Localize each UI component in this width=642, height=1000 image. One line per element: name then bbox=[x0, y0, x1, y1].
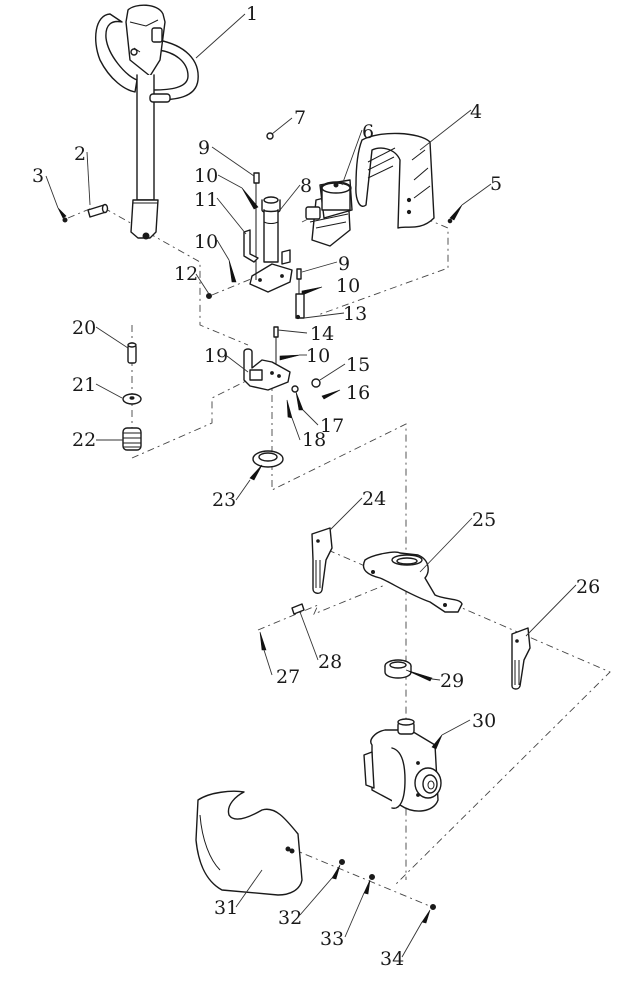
callout-15: 15 bbox=[346, 354, 370, 376]
callout-6: 6 bbox=[362, 121, 374, 143]
callout-25: 25 bbox=[472, 509, 496, 531]
ball bbox=[266, 132, 274, 140]
nut bbox=[339, 859, 345, 865]
callout-8: 8 bbox=[300, 175, 312, 197]
screw-icon bbox=[286, 399, 293, 419]
callout-23: 23 bbox=[212, 489, 236, 511]
screw-head-icon bbox=[62, 217, 68, 223]
arrow-pointer bbox=[405, 669, 433, 682]
bearing bbox=[252, 450, 284, 468]
callout-28: 28 bbox=[318, 651, 342, 673]
bearing bbox=[384, 659, 412, 679]
yoke bbox=[362, 551, 463, 613]
screw-icon bbox=[301, 286, 323, 296]
valve-body bbox=[243, 348, 291, 391]
arrow-pointer bbox=[331, 864, 341, 880]
screw-icon bbox=[295, 391, 304, 411]
callout-13: 13 bbox=[343, 303, 367, 325]
callout-31: 31 bbox=[214, 897, 238, 919]
screw-icon bbox=[241, 187, 259, 210]
callout-26: 26 bbox=[576, 576, 600, 598]
link-plate bbox=[295, 293, 305, 319]
hydraulic-pump-unit bbox=[305, 179, 353, 247]
top-cover bbox=[355, 132, 435, 229]
callout-5: 5 bbox=[490, 173, 502, 195]
callout-3: 3 bbox=[32, 165, 44, 187]
callout-2: 2 bbox=[74, 143, 86, 165]
callout-21: 21 bbox=[72, 374, 96, 396]
drive-motor-wheel bbox=[363, 718, 442, 812]
callout-10: 10 bbox=[306, 345, 330, 367]
assembly-lines bbox=[67, 207, 611, 908]
callout-14: 14 bbox=[310, 323, 334, 345]
callout-10: 10 bbox=[336, 275, 360, 297]
callout-19: 19 bbox=[204, 345, 228, 367]
screw-icon bbox=[279, 354, 301, 361]
arrow-pointer bbox=[363, 879, 371, 895]
callout-27: 27 bbox=[276, 666, 300, 688]
plunger bbox=[127, 342, 137, 364]
nut bbox=[206, 293, 212, 299]
callout-18: 18 bbox=[302, 429, 326, 451]
pin bbox=[291, 603, 305, 615]
assembly-line bbox=[257, 584, 386, 631]
bolt bbox=[253, 172, 260, 184]
callout-10: 10 bbox=[194, 165, 218, 187]
callout-20: 20 bbox=[72, 317, 96, 339]
callout-10: 10 bbox=[194, 231, 218, 253]
callout-labels: 1 2 3 4 5 6 7 8 9 10 11 10 12 9 10 13 14… bbox=[32, 3, 600, 970]
screw-icon bbox=[431, 734, 443, 750]
callout-34: 34 bbox=[380, 948, 404, 970]
bolt bbox=[296, 268, 302, 280]
arrow-pointer bbox=[249, 464, 263, 481]
screw-icon bbox=[228, 259, 237, 283]
lower-cover bbox=[195, 790, 303, 896]
spring bbox=[122, 427, 142, 451]
callout-33: 33 bbox=[320, 928, 344, 950]
callout-32: 32 bbox=[278, 907, 302, 929]
callout-7: 7 bbox=[294, 107, 306, 129]
screw-icon bbox=[259, 631, 267, 651]
callout-11: 11 bbox=[194, 189, 218, 211]
screw-icon bbox=[57, 207, 67, 219]
callout-17: 17 bbox=[320, 415, 344, 437]
screw-icon bbox=[321, 389, 341, 400]
arrow-pointer bbox=[421, 909, 431, 924]
callout-30: 30 bbox=[472, 710, 496, 732]
assembly-line bbox=[131, 379, 249, 459]
washer bbox=[369, 874, 375, 880]
callout-16: 16 bbox=[346, 382, 370, 404]
callout-22: 22 bbox=[72, 429, 96, 451]
assembly-line bbox=[289, 847, 433, 908]
callout-12: 12 bbox=[174, 263, 198, 285]
bolt bbox=[273, 326, 279, 338]
screw-head-icon bbox=[447, 218, 453, 224]
handle-assembly bbox=[94, 4, 199, 240]
callout-24: 24 bbox=[362, 488, 386, 510]
foot-bracket-left bbox=[311, 527, 333, 594]
callout-4: 4 bbox=[470, 101, 482, 123]
screw-icon bbox=[449, 204, 463, 221]
assembly-line bbox=[327, 549, 611, 886]
mounting-bracket bbox=[243, 229, 259, 263]
leader-lines bbox=[45, 13, 577, 958]
pin bbox=[87, 203, 109, 218]
callout-29: 29 bbox=[440, 670, 464, 692]
callout-1: 1 bbox=[246, 3, 258, 25]
callout-9: 9 bbox=[198, 137, 210, 159]
nut bbox=[311, 378, 321, 388]
foot-bracket-right bbox=[511, 627, 531, 690]
cylinder bbox=[249, 196, 293, 293]
bolt bbox=[430, 904, 436, 910]
washer bbox=[291, 385, 299, 393]
callout-9: 9 bbox=[338, 253, 350, 275]
assembly-line bbox=[271, 378, 407, 880]
